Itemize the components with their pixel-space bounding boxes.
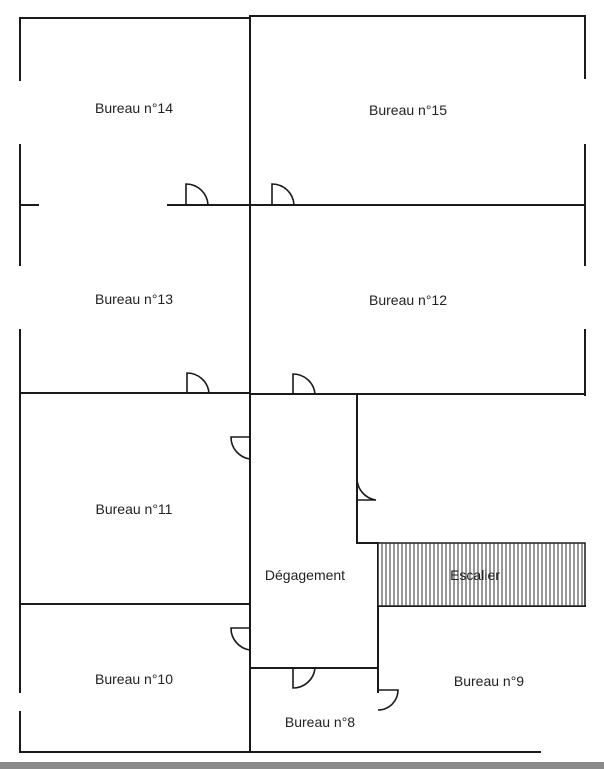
door-bureau-12 bbox=[292, 373, 316, 395]
door-bureau-11 bbox=[230, 436, 251, 460]
label-bureau-15: Bureau n°15 bbox=[369, 102, 447, 118]
label-bureau-10: Bureau n°10 bbox=[95, 671, 173, 687]
interior-walls bbox=[19, 15, 586, 753]
door-bureau-10 bbox=[230, 627, 251, 651]
label-bureau-11: Bureau n°11 bbox=[96, 501, 173, 517]
label-bureau-12: Bureau n°12 bbox=[369, 292, 447, 308]
door-bureau-15 bbox=[271, 183, 295, 206]
door-bureau-9 bbox=[377, 689, 399, 711]
staircase bbox=[377, 542, 586, 607]
label-degagement: Dégagement bbox=[265, 567, 345, 583]
label-escalier: Escalier bbox=[450, 567, 500, 583]
label-bureau-14: Bureau n°14 bbox=[95, 100, 173, 116]
room-labels: Bureau n°14 Bureau n°15 Bureau n°13 Bure… bbox=[95, 100, 524, 730]
door-corridor-room bbox=[356, 477, 377, 501]
doors bbox=[185, 183, 399, 711]
door-bureau-13 bbox=[186, 372, 210, 394]
door-bureau-14 bbox=[185, 183, 209, 206]
label-bureau-13: Bureau n°13 bbox=[95, 291, 173, 307]
door-bureau-8 bbox=[292, 667, 316, 689]
exterior-walls bbox=[19, 15, 586, 753]
label-bureau-9: Bureau n°9 bbox=[454, 673, 524, 689]
label-bureau-8: Bureau n°8 bbox=[285, 714, 355, 730]
scan-edge-band bbox=[0, 762, 604, 769]
staircase-steps bbox=[381, 543, 583, 606]
